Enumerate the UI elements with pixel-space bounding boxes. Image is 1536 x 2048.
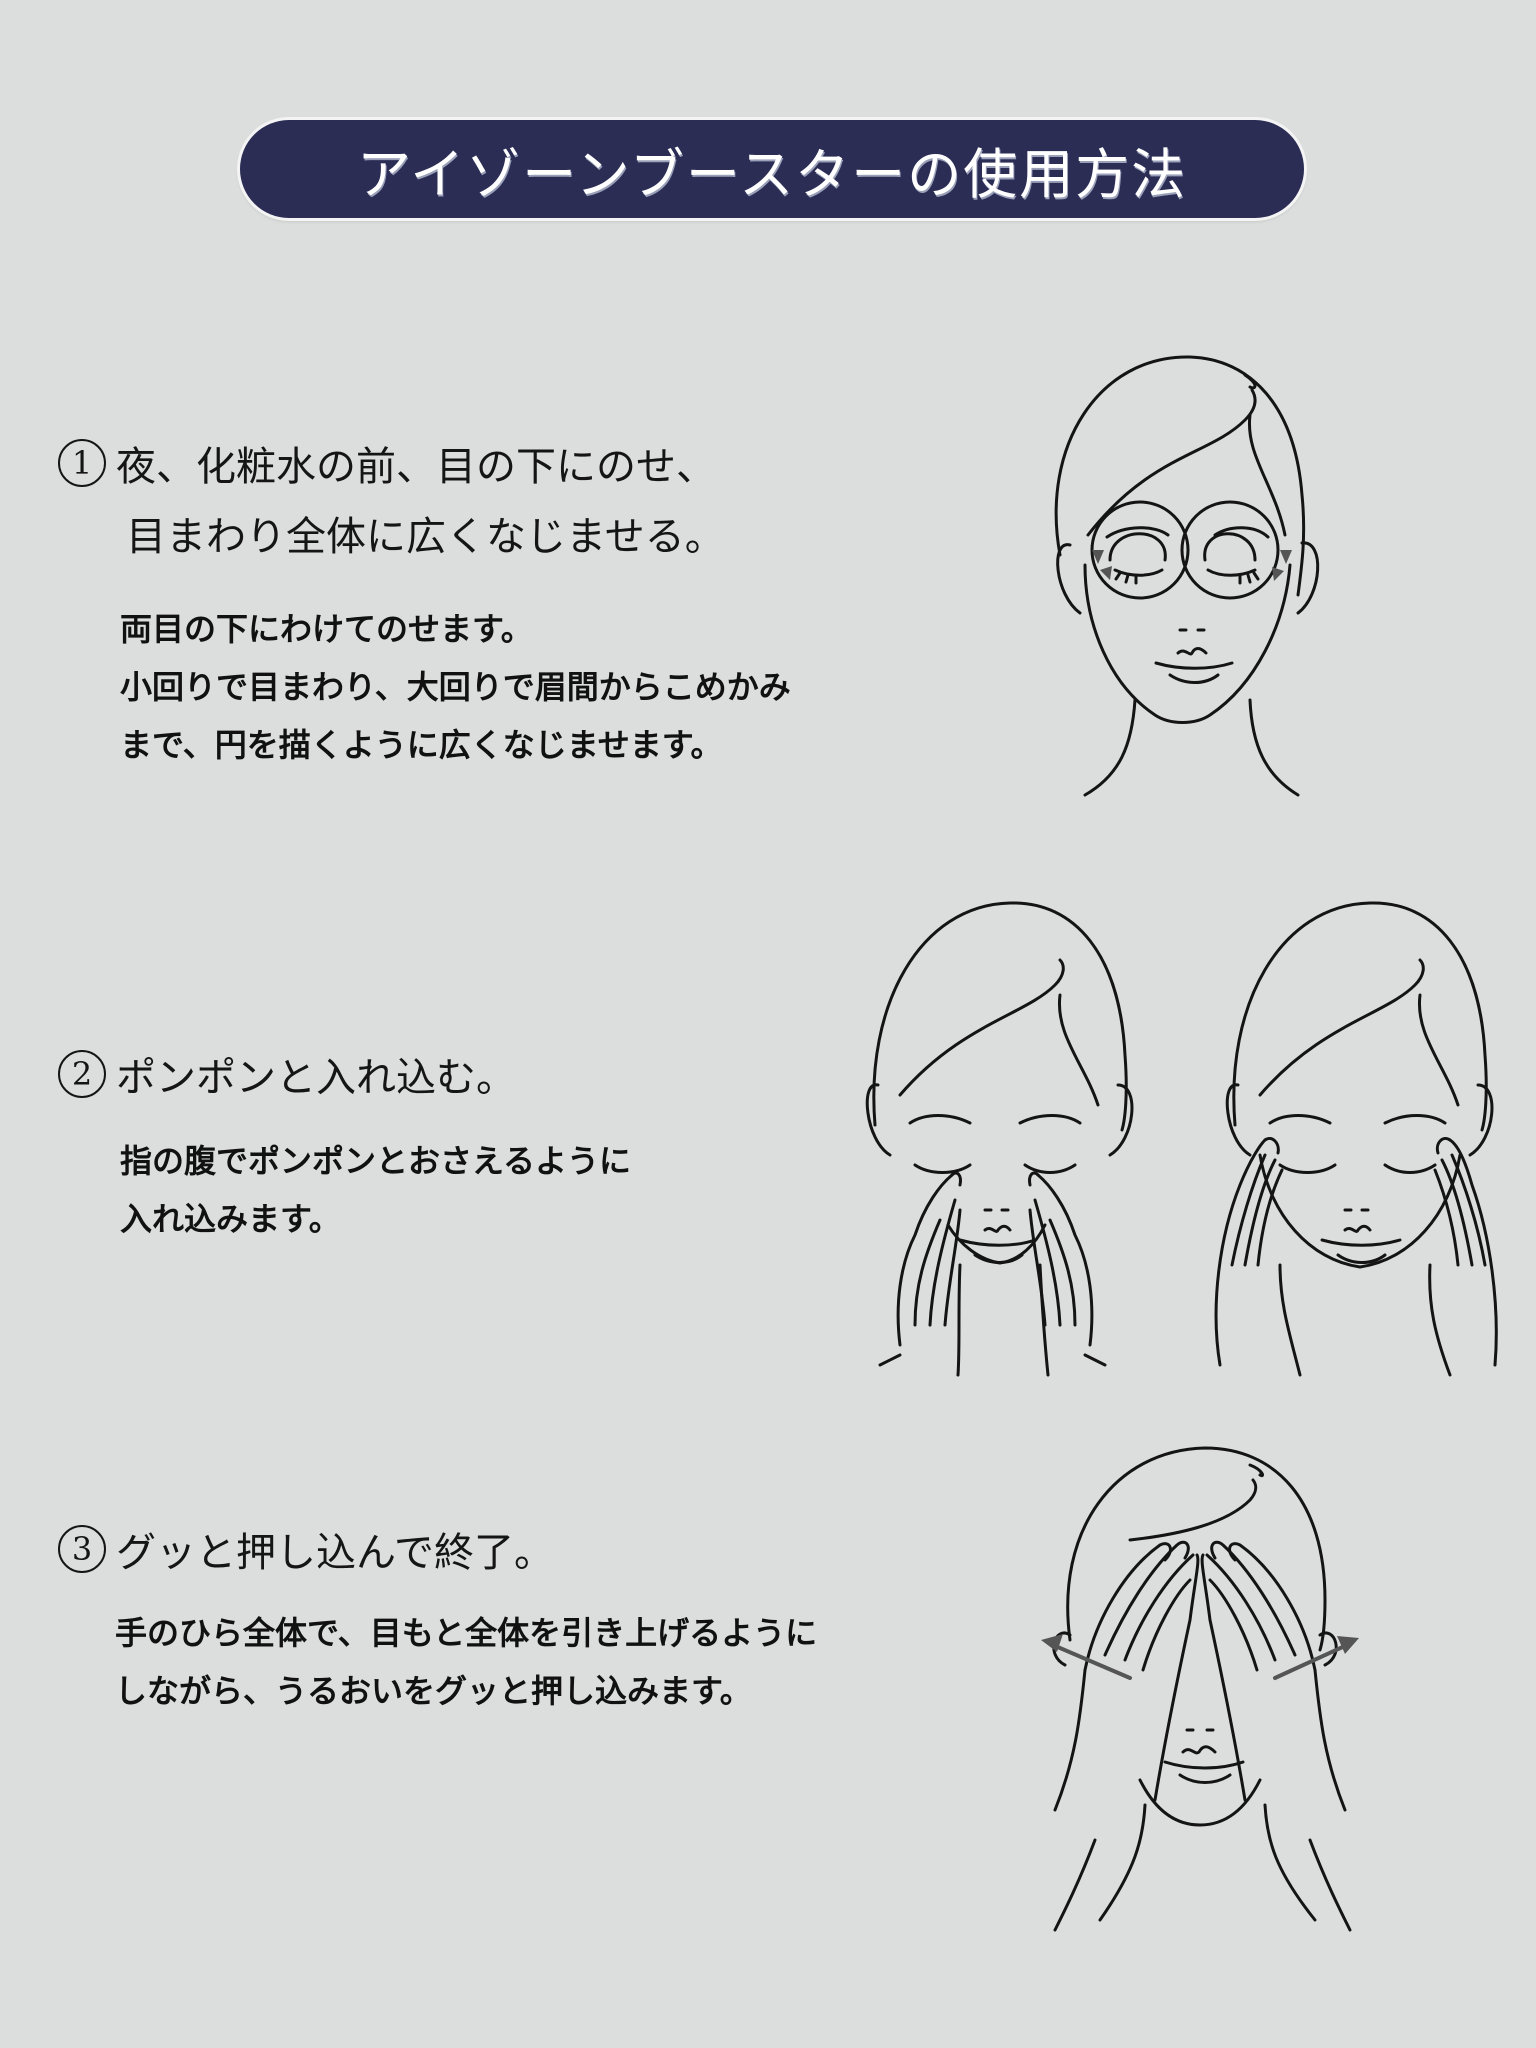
- title-banner: アイゾーンブースターの使用方法: [240, 120, 1304, 218]
- step-3-body-line-2: しながら、うるおいをグッと押し込みます。: [115, 1672, 752, 1710]
- step-1-heading-line-2: 目まわり全体に広くなじませる。: [126, 514, 725, 560]
- step-1-body-line-3: まで、円を描くように広くなじませます。: [120, 726, 723, 764]
- face-palms-over-eyes-lift-arrows-icon: [1025, 1440, 1375, 1940]
- face-with-circular-arrows-around-eyes-icon: [1040, 345, 1320, 805]
- step-3-body: 手のひら全体で、目もと全体を引き上げるように しながら、うるおいをグッと押し込み…: [115, 1604, 817, 1720]
- step-3-heading-line-1: グッと押し込んで終了。: [116, 1530, 554, 1576]
- page-title: アイゾーンブースターの使用方法: [356, 142, 1188, 206]
- step-2-number-badge: 2: [58, 1050, 106, 1098]
- step-2-body-line-2: 入れ込みます。: [120, 1200, 341, 1238]
- step-1-body: 両目の下にわけてのせます。 小回りで目まわり、大回りで眉間からこめかみ まで、円…: [120, 600, 791, 774]
- step-1-number-badge: 1: [58, 439, 106, 487]
- step-1-heading-line-1: 夜、化粧水の前、目の下にのせ、: [116, 444, 716, 490]
- step-3-number-badge: 3: [58, 1525, 106, 1573]
- face-patting-temples-figure: [1214, 901, 1498, 1377]
- face-patting-under-eyes-figure: [865, 901, 1134, 1377]
- step-1-body-line-2: 小回りで目まわり、大回りで眉間からこめかみ: [120, 668, 791, 706]
- step-3-body-line-1: 手のひら全体で、目もと全体を引き上げるように: [115, 1614, 818, 1652]
- step-2-body: 指の腹でポンポンとおさえるように 入れ込みます。: [120, 1132, 631, 1248]
- step-2-heading-line-1: ポンポンと入れ込む。: [116, 1055, 516, 1101]
- step-2-body-line-1: 指の腹でポンポンとおさえるように: [120, 1142, 632, 1180]
- step-1-body-line-1: 両目の下にわけてのせます。: [120, 610, 533, 648]
- two-faces-fingertips-patting-icon: [860, 885, 1500, 1385]
